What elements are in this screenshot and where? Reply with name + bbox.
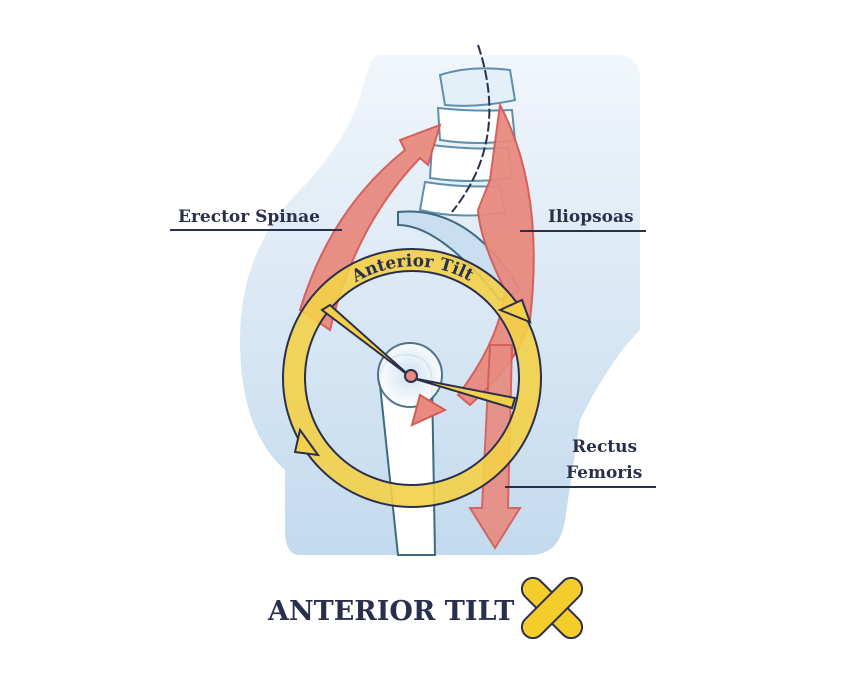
pivot-point [404,369,418,383]
label-rectus-femoris-1: Rectus [572,437,637,457]
tilt-angle-upper [320,303,413,379]
label-rectus-femoris-2: Femoris [566,463,642,483]
rotation-ring [282,248,542,508]
body-silhouette [240,55,640,555]
diagram-title: ANTERIOR TILT [267,596,514,627]
ring-arrowhead-right [497,298,532,324]
tilt-angle-lower [411,377,517,410]
label-iliopsoas: Iliopsoas [548,207,634,227]
ring-arrowhead-left [293,427,321,457]
label-erector-spinae: Erector Spinae [178,207,320,227]
iliopsoas-arrowhead [410,393,448,427]
x-mark-icon [520,576,584,640]
